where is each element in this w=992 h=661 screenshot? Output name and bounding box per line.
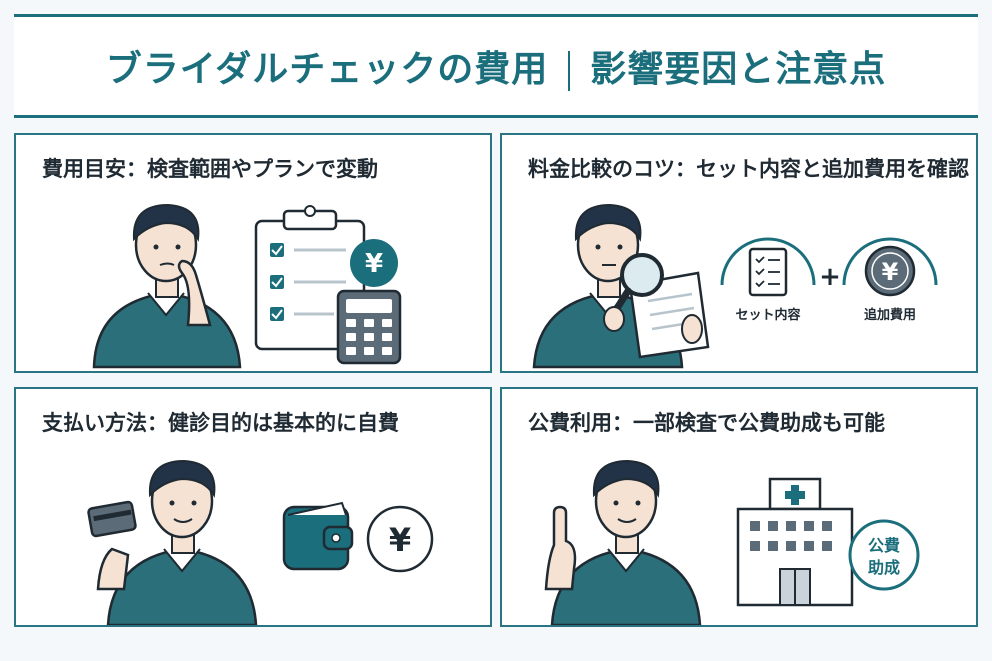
panel-art: ¥ <box>87 459 434 625</box>
panel-title: 公費利用：一部検査で公費助成も可能 <box>528 411 885 435</box>
yen-symbol: ¥ <box>389 521 411 559</box>
panel-art: 公費 助成 <box>544 459 920 625</box>
page-title: ブライダルチェックの費用影響要因と注意点 <box>106 40 887 92</box>
title-sub: 影響要因と注意点 <box>590 49 887 90</box>
panel-title: 費用目安：検査範囲やプランで変動 <box>42 157 378 181</box>
checklist-icon: セット内容 <box>720 237 816 323</box>
panel-price-comparison: 料金比較のコツ：セット内容と追加費用を確認 <box>500 133 978 373</box>
man-pointing-up-icon <box>544 459 702 625</box>
man-with-magnifier-icon <box>532 203 710 369</box>
panel-payment-method: 支払い方法：健診目的は基本的に自費 <box>14 387 492 627</box>
panel-art: セット内容 + ¥ 追加費用 <box>532 203 938 369</box>
thinking-man-icon <box>92 203 242 369</box>
yen-coin-icon: ¥ <box>366 505 434 573</box>
subsidy-line2: 助成 <box>868 558 900 577</box>
wallet-icon <box>282 501 354 571</box>
yen-coin-icon: ¥ 追加費用 <box>842 237 938 323</box>
plus-icon: + <box>819 262 841 292</box>
panel-cost-estimate: 費用目安：検査範囲やプランで変動 <box>14 133 492 373</box>
checklist-clipboard-icon <box>254 205 366 351</box>
title-divider <box>568 51 571 91</box>
subsidy-badge-icon: 公費 助成 <box>848 519 920 591</box>
title-main: ブライダルチェックの費用 <box>105 49 549 90</box>
yen-symbol: ¥ <box>882 258 899 286</box>
title-band: ブライダルチェックの費用影響要因と注意点 <box>14 14 978 118</box>
panel-title: 支払い方法：健診目的は基本的に自費 <box>42 411 399 435</box>
subsidy-line1: 公費 <box>868 536 900 555</box>
calculator-icon <box>336 289 402 365</box>
yen-coin-icon: ¥ <box>350 239 398 287</box>
hospital-icon <box>736 477 854 607</box>
extra-cost-label: 追加費用 <box>864 307 916 323</box>
man-with-card-icon <box>87 459 258 625</box>
panel-public-subsidy: 公費利用：一部検査で公費助成も可能 <box>500 387 978 627</box>
yen-symbol: ¥ <box>365 249 383 279</box>
panel-art: ¥ <box>92 203 402 369</box>
panel-title: 料金比較のコツ：セット内容と追加費用を確認 <box>528 157 969 181</box>
set-content-label: セット内容 <box>735 307 800 323</box>
